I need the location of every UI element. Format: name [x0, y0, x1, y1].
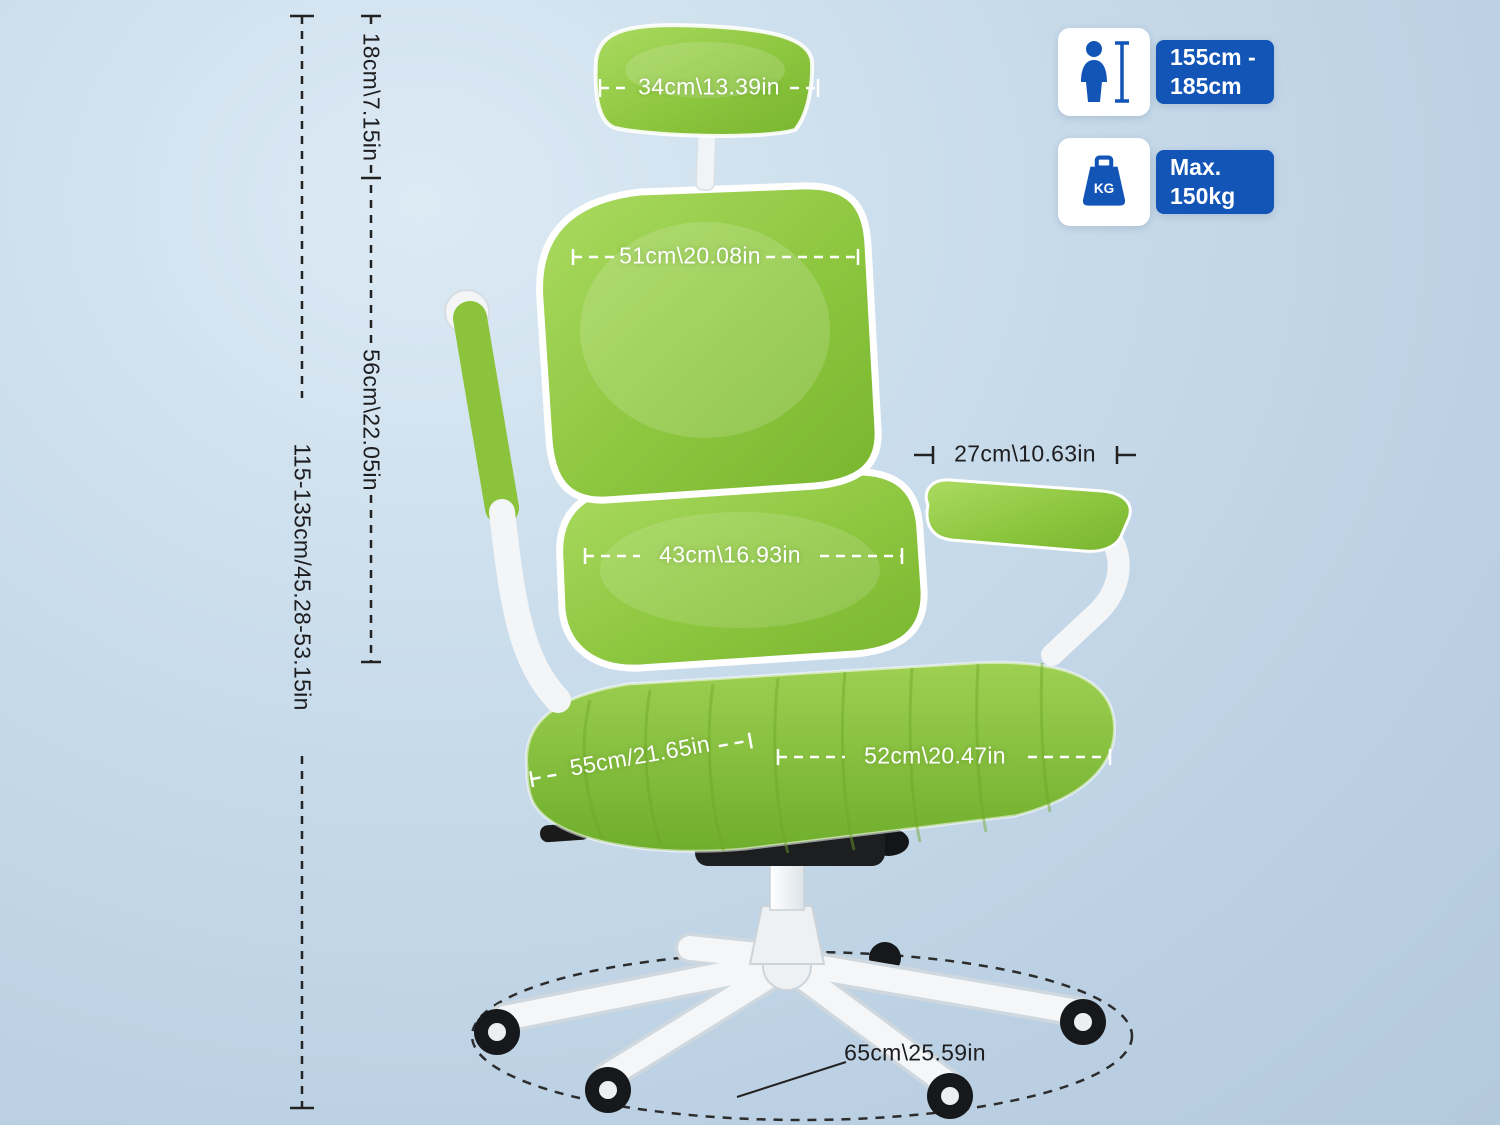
height-range-label: 155cm - 185cm: [1156, 40, 1274, 104]
chair-gas-lift: [748, 848, 826, 965]
backrest-height-label: 56cm\22.05in: [358, 349, 385, 491]
chair-headrest: [593, 23, 815, 138]
height-range-line2: 185cm: [1170, 73, 1242, 99]
dimension-line-headrest-width: [598, 79, 820, 97]
backrest-width-label: 51cm\20.08in: [619, 242, 761, 269]
max-weight-label: Max. 150kg: [1156, 150, 1274, 214]
seat-width-label: 52cm\20.47in: [864, 742, 1006, 769]
kg-icon-label: KG: [1094, 181, 1114, 196]
lumbar-width-label: 43cm\16.93in: [659, 541, 801, 568]
seat-ribs: [582, 662, 1052, 854]
max-weight-line1: Max.: [1170, 153, 1222, 180]
chair-backrest: [536, 182, 882, 504]
caster-wheel-front-left: [585, 1067, 631, 1113]
max-weight-line2: 150kg: [1170, 183, 1236, 209]
base-diameter-leader-line: [736, 1061, 847, 1098]
height-range-badge: 155cm - 185cm: [1058, 28, 1274, 116]
caster-wheel-front-right: [927, 1073, 973, 1119]
chair-armrest-left: [444, 289, 571, 713]
headrest-height-label: 18cm\7.15in: [358, 32, 385, 162]
person-height-icon: [1058, 28, 1150, 116]
armrest-depth-label: 27cm\10.63in: [954, 440, 1096, 467]
overall-height-label: 115-135cm/45.28-53.15in: [289, 443, 316, 711]
dimension-line-seat-width: [776, 749, 1112, 765]
max-weight-icon: KG: [1058, 138, 1150, 226]
chair-seat: [525, 660, 1117, 854]
dimension-line-armrest-depth: [914, 446, 1136, 464]
base-width-label: 65cm\25.59in: [844, 1039, 986, 1066]
height-range-line1: 155cm -: [1170, 43, 1256, 70]
dimension-line-lumbar-width: [583, 548, 904, 564]
base-diameter-dashed-ellipse: [470, 950, 1134, 1122]
max-weight-badge: KG Max. 150kg: [1058, 138, 1274, 226]
dimension-line-overall-height: [290, 14, 314, 1110]
headrest-width-label: 34cm\13.39in: [638, 73, 780, 100]
chair-base: [474, 932, 1106, 1119]
chair-armrest-right: [924, 478, 1132, 666]
caster-wheel-left: [474, 1009, 520, 1055]
caster-wheel-right: [1060, 999, 1106, 1045]
dimension-line-headrest-and-backrest-height: [361, 14, 381, 664]
dimension-line-backrest-width: [571, 249, 860, 265]
dimension-line-seat-depth: [529, 732, 753, 788]
